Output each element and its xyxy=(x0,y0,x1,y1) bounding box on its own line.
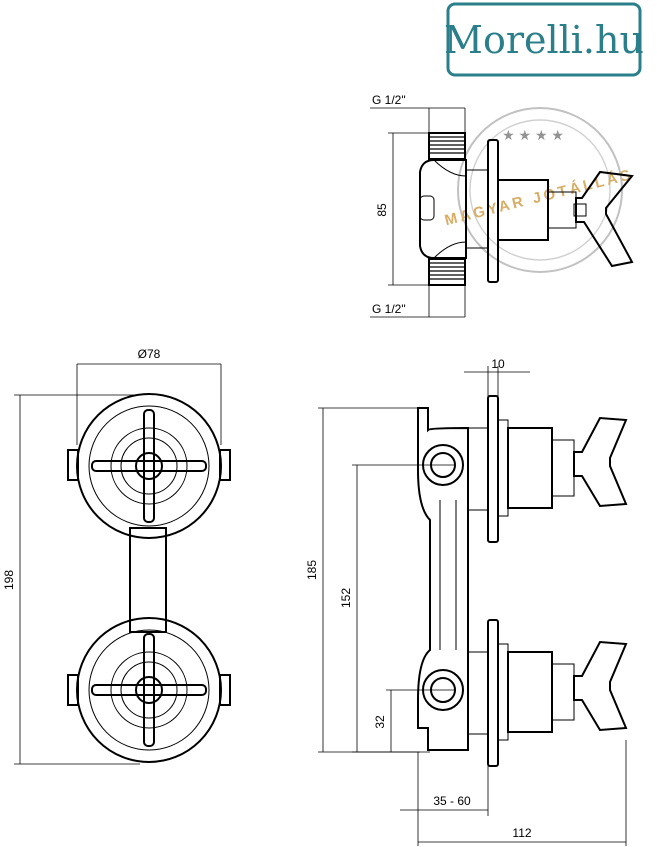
side-view-top xyxy=(419,132,634,286)
brand-logo-text: Morelli.hu xyxy=(444,18,644,62)
front-view-bottom-handle xyxy=(76,617,222,763)
total-depth-label: 112 xyxy=(512,826,531,840)
thread-bottom-label: G 1/2" xyxy=(372,302,406,316)
center-distance-152-label: 152 xyxy=(339,588,353,608)
brand-logo[interactable]: Morelli.hu xyxy=(444,2,644,77)
front-view-dimensions: Ø78 198 xyxy=(2,347,222,765)
center-distance-185-label: 185 xyxy=(305,560,319,580)
watermark-stars: ★ ★ ★ ★ xyxy=(502,127,564,143)
thread-top-label: G 1/2" xyxy=(372,93,406,107)
side-view-full xyxy=(417,395,628,767)
wall-depth-label: 35 - 60 xyxy=(433,794,471,808)
side-view-full-dimensions: 10 185 152 32 35 - 60 112 xyxy=(305,357,627,846)
offset-32-label: 32 xyxy=(373,715,387,729)
front-view xyxy=(67,393,231,763)
plate-thickness-label: 10 xyxy=(491,357,505,371)
diameter-label: Ø78 xyxy=(138,347,161,361)
warranty-watermark: ★ ★ ★ ★ MAGYAR JÓTÁLLÁS xyxy=(443,107,635,273)
side-height-label: 85 xyxy=(375,203,389,217)
side-view-dimensions: G 1/2" G 1/2" 85 xyxy=(370,93,466,318)
front-view-top-handle xyxy=(76,393,222,539)
front-height-label: 198 xyxy=(2,570,16,590)
